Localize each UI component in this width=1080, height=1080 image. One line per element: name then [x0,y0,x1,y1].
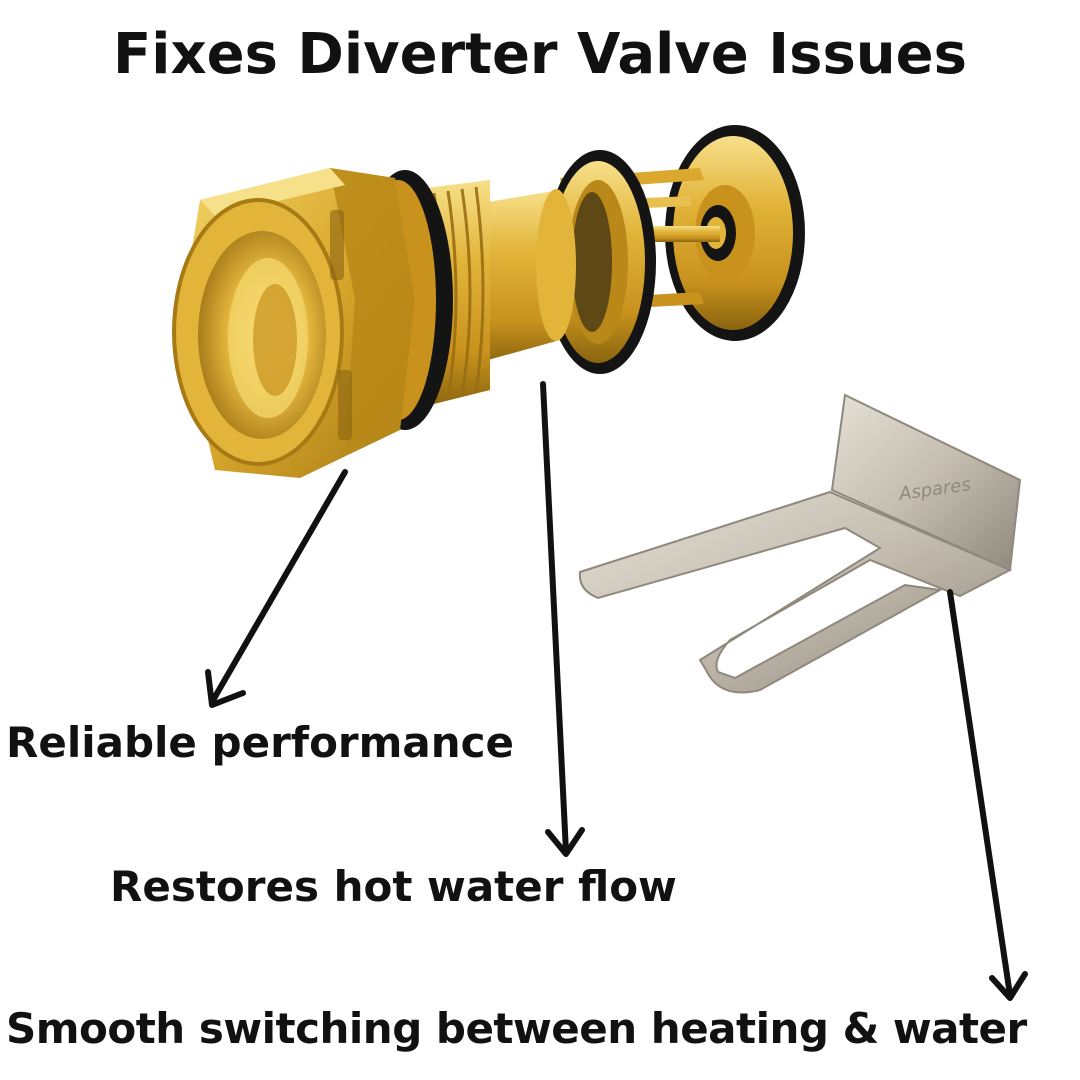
arrow-icon [540,381,585,857]
callout-smooth-switching: Smooth switching between heating & water [6,1004,1027,1053]
arrow-icon [947,589,1028,1001]
diverter-valve-cartridge-image [172,125,805,478]
headline: Fixes Diverter Valve Issues [113,22,967,87]
callout-reliable-performance: Reliable performance [6,718,515,767]
callout-restores-hot-water-flow: Restores hot water flow [110,862,677,911]
arrow-icon [205,469,348,708]
retaining-clip-image: Aspares [578,393,1022,694]
